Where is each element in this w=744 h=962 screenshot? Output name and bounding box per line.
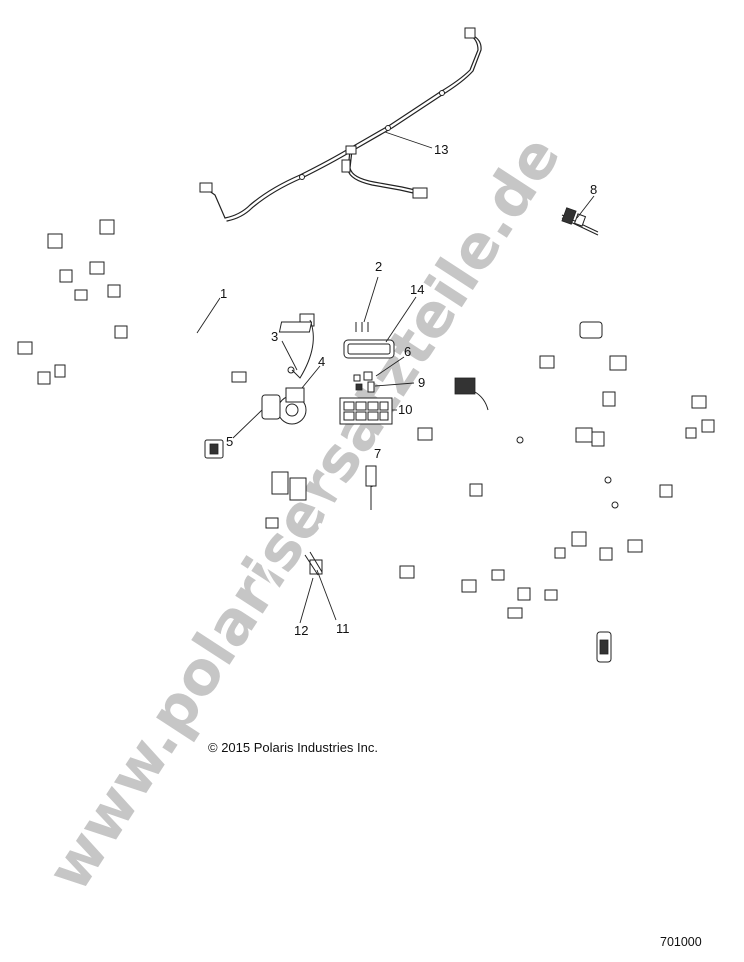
part-2-label — [278, 321, 369, 333]
callout-5: 5 — [226, 434, 233, 449]
callout-leaders — [196, 131, 595, 624]
main-harness-1 — [17, 219, 720, 684]
part-8-connector — [561, 207, 599, 236]
callout-4: 4 — [318, 354, 325, 369]
callout-14: 14 — [410, 282, 424, 297]
parts-6-9-small-items — [353, 371, 489, 411]
callout-8: 8 — [590, 182, 597, 197]
callout-1: 1 — [220, 286, 227, 301]
callout-3: 3 — [271, 329, 278, 344]
callout-12: 12 — [294, 623, 308, 638]
callout-7: 7 — [374, 446, 381, 461]
watermark-text: www.polarisersatzteile.de — [34, 124, 574, 904]
part-14-cover — [343, 339, 395, 359]
callout-11: 11 — [336, 621, 350, 636]
callout-6: 6 — [404, 344, 411, 359]
callout-9: 9 — [418, 375, 425, 390]
callout-13: 13 — [434, 142, 448, 157]
part-10-fuse-box — [339, 397, 393, 425]
harness-13 — [199, 27, 482, 222]
diagram-number: 701000 — [660, 935, 702, 949]
copyright-text: © 2015 Polaris Industries Inc. — [208, 740, 378, 755]
callout-10: 10 — [398, 402, 412, 417]
callout-2: 2 — [375, 259, 382, 274]
